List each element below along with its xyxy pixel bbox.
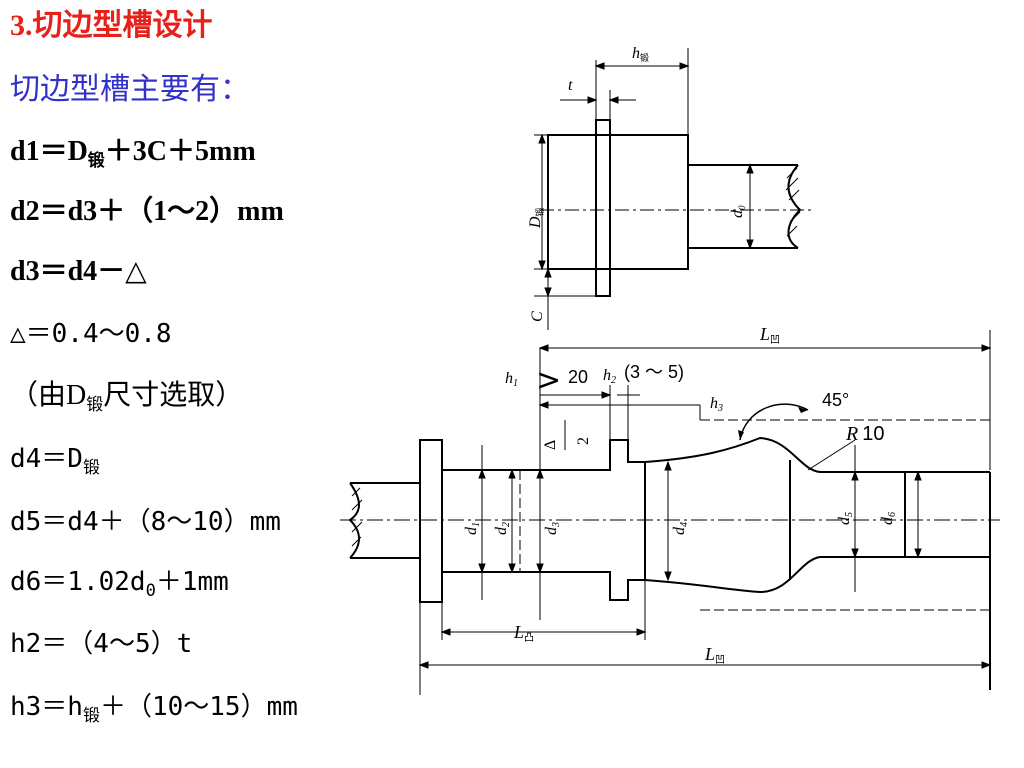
formula-delta: △＝0.4～0.8	[10, 319, 172, 349]
bottom-delta-half: Δ 2	[542, 420, 592, 450]
bottom-gt-symbol: >	[536, 363, 561, 398]
bottom-L-convex-dimension	[440, 580, 647, 640]
bottom-d3-label: d3	[543, 522, 562, 535]
bottom-L-convex-label: L凸	[513, 622, 534, 644]
bottom-d2-label: d2	[493, 522, 512, 535]
top-forging-body	[547, 134, 689, 270]
formula-h2: h2＝（4～5）t	[10, 629, 193, 659]
bottom-angle-arrows	[738, 407, 808, 440]
bottom-part-outline	[348, 436, 991, 690]
top-D-dimension	[534, 133, 548, 271]
top-h-label: h锻	[632, 45, 649, 63]
formula-d2: d2＝d3＋（1～2）mm	[10, 196, 284, 227]
bottom-d1-label: d1	[463, 522, 482, 535]
bottom-h2-label: h2	[603, 367, 616, 386]
top-t-label: t	[568, 77, 573, 94]
top-d0-label: d0	[729, 205, 747, 218]
bottom-d5-label: d5	[836, 512, 855, 525]
formula-d4: d4＝D锻	[10, 444, 100, 478]
bottom-20-label: 20	[568, 367, 588, 387]
top-t-dimension	[560, 90, 636, 120]
bottom-diameter-dimensions	[478, 445, 930, 620]
top-C-label: C	[529, 311, 546, 322]
bottom-h2-range: (3 ～ 5)	[624, 362, 684, 382]
top-shaft	[688, 164, 798, 249]
bottom-d4-label: d4	[671, 522, 690, 535]
formula-d1: d1＝D锻＋3C＋5mm	[10, 136, 256, 170]
svg-text:2: 2	[575, 437, 592, 445]
bottom-angle-arc	[739, 403, 809, 441]
bottom-angle-label: 45°	[822, 390, 849, 410]
bottom-d6-label: d6	[879, 512, 898, 525]
bottom-L-bottom-dimension	[418, 602, 992, 695]
formula-d6: d6＝1.02d0＋1mm	[10, 567, 229, 601]
top-D-label: D锻	[527, 207, 545, 229]
top-d0-dimension	[746, 163, 754, 250]
top-flange	[595, 119, 611, 297]
bottom-h2-dimension	[617, 385, 640, 440]
bottom-h1-dimension	[540, 385, 612, 440]
bottom-h3-label: h3	[710, 395, 723, 414]
bottom-R-leader	[807, 439, 856, 471]
bottom-h1-label: h1	[505, 370, 518, 389]
bottom-h3-dimension	[538, 401, 701, 420]
bottom-L-top-dimension	[538, 330, 992, 470]
formula-d5: d5＝d4＋（8～10）mm	[10, 507, 281, 537]
bottom-break-hatch	[351, 487, 363, 547]
formula-d3: d3＝d4－△	[10, 256, 147, 287]
top-break-hatch	[785, 167, 801, 237]
bottom-L-top-label: L凹	[759, 324, 780, 346]
svg-text:Δ: Δ	[542, 440, 559, 450]
bottom-L-bottom-label: L凹	[704, 644, 725, 666]
formula-delta-note: （由D锻尺寸选取）	[10, 380, 244, 414]
formula-h3: h3＝h锻＋（10～15）mm	[10, 692, 298, 726]
top-C-dimension	[534, 267, 596, 330]
slide-subtitle: 切边型槽主要有：	[10, 73, 250, 106]
top-shaft-break	[787, 164, 802, 249]
bottom-inner-dashes	[519, 419, 990, 611]
bottom-flange	[419, 439, 443, 603]
slide-title: 3.切边型槽设计	[10, 9, 213, 42]
